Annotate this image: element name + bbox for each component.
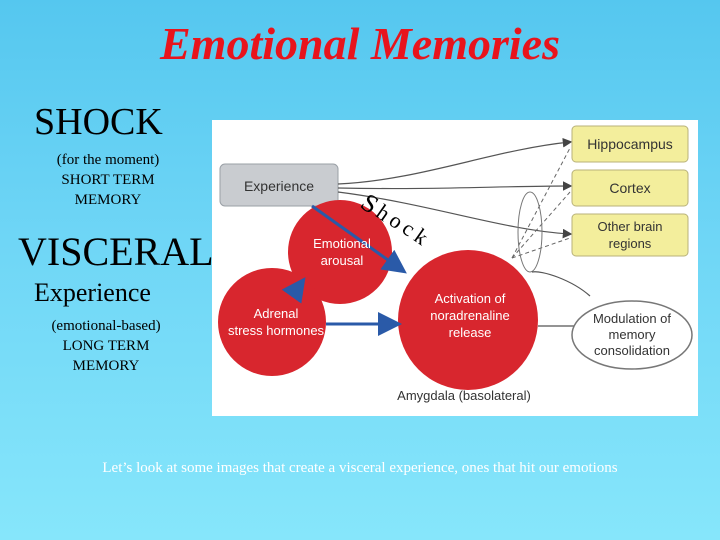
memory-diagram: Experience Hippocampus Cortex Other brai… — [212, 120, 698, 416]
experience-box-label: Experience — [244, 178, 314, 194]
cortex-label: Cortex — [609, 180, 650, 196]
visceral-heading: VISCERAL — [18, 229, 214, 274]
line-modulation-to-regions — [531, 271, 591, 297]
dashed-cortex — [511, 191, 571, 259]
slide-caption: Let’s look at some images that create a … — [102, 460, 618, 476]
activation-label-3: release — [449, 325, 492, 340]
long-term-label: LONG TERM — [62, 338, 150, 354]
cortex-box — [571, 169, 689, 207]
other-regions-label-2: regions — [609, 236, 652, 251]
emotional-arousal-label-1: Emotional — [313, 236, 371, 251]
experience-box — [219, 163, 339, 207]
activation-label-1: Activation of — [435, 291, 506, 306]
experience-heading: Experience — [34, 278, 151, 307]
emotional-arousal-node — [288, 200, 392, 304]
adrenal-node — [218, 268, 326, 376]
shock-heading: SHOCK — [34, 101, 163, 143]
activation-node — [398, 250, 538, 390]
hippocampus-label: Hippocampus — [587, 136, 673, 152]
arrow-experience-to-activation — [311, 204, 407, 274]
other-regions-box — [571, 213, 689, 257]
long-term-memory-label: MEMORY — [72, 358, 140, 374]
arrow-arousal-to-adrenal — [281, 277, 306, 304]
adrenal-label-2: stress hormones — [228, 323, 325, 338]
shock-note: (for the moment) SHORT TERM MEMORY — [38, 150, 178, 210]
hippocampus-box — [571, 125, 689, 163]
modulation-label-3: consolidation — [594, 343, 670, 358]
diagram-canvas: Experience Hippocampus Cortex Other brai… — [218, 125, 693, 403]
adrenal-label-1: Adrenal — [254, 306, 299, 321]
amygdala-label: Amygdala (basolateral) — [397, 388, 531, 403]
emotional-arousal-label-2: arousal — [321, 253, 364, 268]
slide-title: Emotional Memories — [160, 18, 560, 69]
visceral-note-text: (emotional-based) — [51, 318, 161, 334]
line-cortex — [337, 181, 573, 191]
shock-note-text: (for the moment) — [56, 152, 160, 168]
shock-overlay: S h o c k — [357, 188, 433, 248]
activation-label-2: noradrenaline — [430, 308, 510, 323]
visceral-note: (emotional-based) LONG TERM MEMORY — [36, 316, 176, 376]
modulation-label-2: memory — [609, 327, 656, 342]
short-term-label: SHORT TERM — [61, 172, 155, 188]
short-term-memory-label: MEMORY — [74, 192, 142, 208]
dashed-ellipse — [517, 191, 543, 273]
other-regions-label-1: Other brain — [597, 219, 662, 234]
line-hippocampus — [337, 137, 573, 185]
line-other-regions — [337, 191, 573, 239]
modulation-label-1: Modulation of — [593, 311, 671, 326]
modulation-node — [571, 300, 693, 370]
